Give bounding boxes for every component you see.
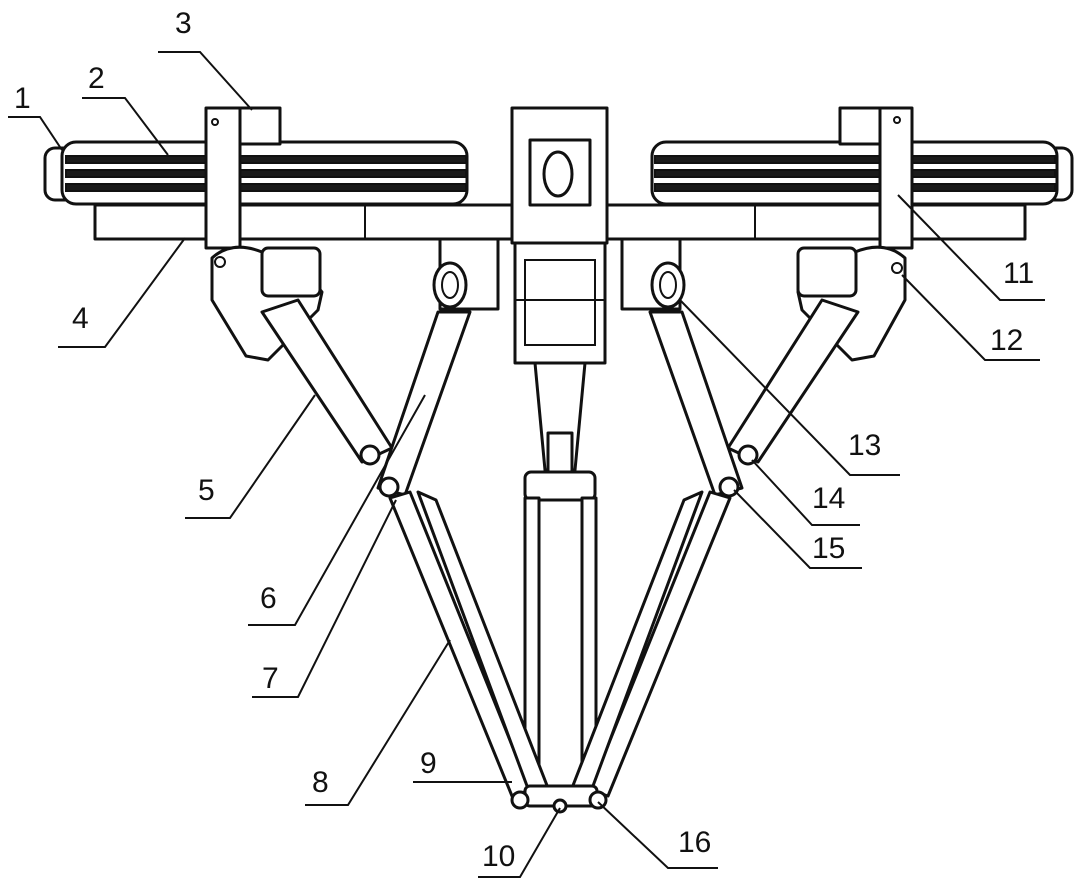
- callout-9-label: 9: [420, 747, 437, 780]
- callout-12-label: 12: [990, 324, 1023, 357]
- callout-7-label: 7: [262, 662, 279, 695]
- callout-14: 14: [751, 459, 860, 526]
- callout-16: 16: [597, 801, 718, 869]
- callout-9: 9: [413, 747, 512, 783]
- callout-10-label: 10: [482, 840, 515, 873]
- callout-13: 13: [679, 299, 900, 476]
- callout-3: 3: [158, 7, 253, 111]
- callout-2: 2: [82, 62, 169, 156]
- callout-5: 5: [185, 394, 316, 519]
- callout-4: 4: [58, 237, 186, 348]
- callout-7: 7: [252, 499, 397, 698]
- callout-1: 1: [8, 82, 63, 151]
- left-linear-actuator: [43, 140, 469, 206]
- callout-12: 12: [901, 274, 1040, 361]
- callout-4-label: 4: [72, 302, 89, 335]
- callout-5-label: 5: [198, 474, 215, 507]
- left-inner-bracket: [432, 237, 500, 311]
- callout-8: 8: [305, 639, 451, 806]
- end-effector: [510, 784, 608, 814]
- left-inner-upper-arm: [376, 310, 472, 498]
- right-inner-upper-arm: [648, 310, 744, 498]
- callout-16-label: 16: [678, 826, 711, 859]
- center-vertical-link: [523, 361, 598, 790]
- right-inner-bracket: [620, 237, 686, 311]
- callout-3-label: 3: [175, 7, 192, 40]
- callout-1-label: 1: [14, 82, 31, 115]
- right-linear-actuator: [650, 140, 1074, 206]
- callout-8-label: 8: [312, 766, 329, 799]
- left-outer-upper-arm: [260, 298, 394, 466]
- callout-2-label: 2: [88, 62, 105, 95]
- callout-15-label: 15: [812, 532, 845, 565]
- right-slider-block: [838, 106, 914, 250]
- callout-15: 15: [733, 489, 862, 569]
- callout-14-label: 14: [812, 482, 845, 515]
- center-motor-housing: [510, 106, 609, 365]
- left-slider-block: [204, 106, 282, 250]
- callout-10: 10: [478, 807, 561, 878]
- callout-6: 6: [248, 394, 426, 626]
- callout-11-label: 11: [1003, 257, 1034, 290]
- callout-6-label: 6: [260, 582, 277, 615]
- callout-13-label: 13: [848, 429, 881, 462]
- callout-11: 11: [897, 194, 1045, 301]
- right-outer-upper-arm: [726, 298, 860, 466]
